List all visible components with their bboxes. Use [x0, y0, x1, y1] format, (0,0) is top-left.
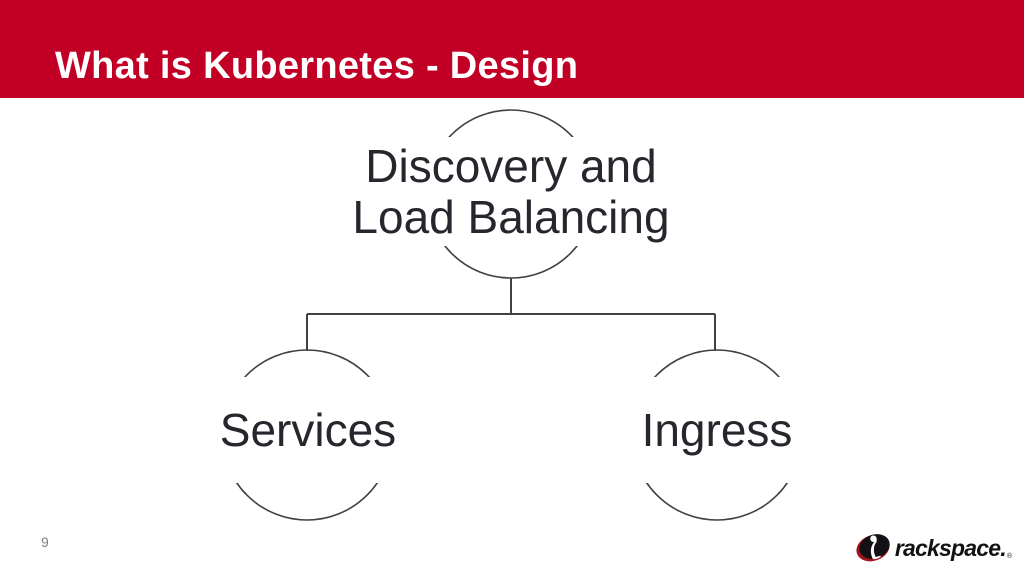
page-number: 9: [41, 534, 49, 550]
node-label-ingress: Ingress: [623, 377, 811, 483]
registered-trademark-icon: ®: [1006, 553, 1012, 560]
node-label-line: Ingress: [641, 403, 793, 456]
node-label-line: Services: [219, 403, 397, 456]
node-label-line: Discovery and: [365, 139, 657, 192]
tree-connector-lines: [306, 278, 716, 351]
rackspace-logo: rackspace. ®: [854, 529, 1012, 567]
node-label-discovery-load-balancing: Discovery and Load Balancing: [321, 137, 701, 246]
slide-title: What is Kubernetes - Design: [55, 45, 579, 87]
node-label-services: Services: [214, 377, 402, 483]
slide-header: What is Kubernetes - Design: [0, 0, 1024, 98]
rackspace-rocket-icon: [856, 534, 890, 562]
node-label-line: Load Balancing: [352, 190, 670, 243]
rackspace-wordmark: rackspace.: [894, 534, 1007, 561]
